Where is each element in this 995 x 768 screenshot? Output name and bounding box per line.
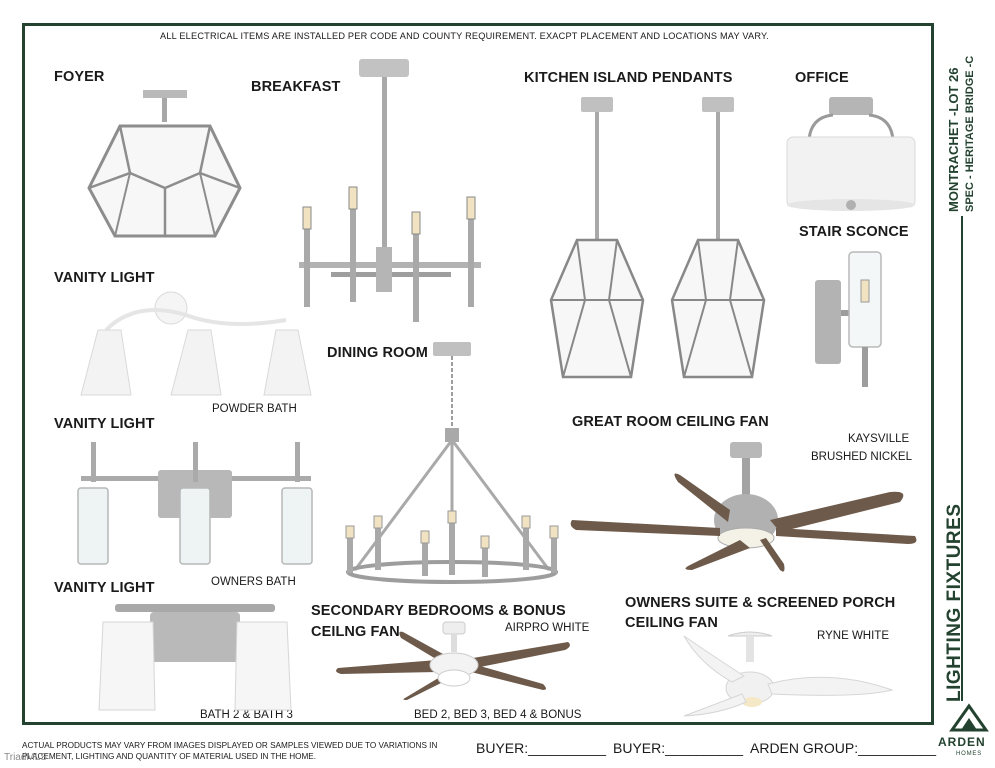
label-dining-room: DINING ROOM bbox=[327, 345, 428, 361]
label-foyer: FOYER bbox=[54, 69, 105, 85]
label-kitchen-island: KITCHEN ISLAND PENDANTS bbox=[524, 70, 733, 86]
caption-bath-2-3: BATH 2 & BATH 3 bbox=[200, 709, 293, 721]
buyer-signature-2: BUYER:__________ bbox=[613, 740, 743, 756]
kitchen-pendant-right-image bbox=[670, 97, 766, 379]
vanity-light-powder-image bbox=[80, 291, 312, 396]
label-great-room-fan: GREAT ROOM CEILING FAN bbox=[572, 414, 769, 430]
project-subtitle: SPEC - HERITAGE BRIDGE -C bbox=[964, 55, 976, 212]
label-owners-suite-fan-2: CEILING FAN bbox=[625, 615, 718, 631]
label-vanity-2: VANITY LIGHT bbox=[54, 416, 155, 432]
foyer-pendant-image bbox=[87, 90, 242, 238]
arden-group-signature: ARDEN GROUP:__________ bbox=[750, 740, 936, 756]
side-divider bbox=[961, 216, 963, 701]
caption-owners-bath: OWNERS BATH bbox=[211, 576, 296, 588]
label-secondary-fan-1: SECONDARY BEDROOMS & BONUS bbox=[311, 603, 566, 619]
mls-watermark: TriadMLS bbox=[4, 752, 47, 763]
label-owners-suite-fan-1: OWNERS SUITE & SCREENED PORCH bbox=[625, 595, 896, 611]
owners-suite-fan-image bbox=[683, 631, 894, 717]
caption-brushed-nickel: BRUSHED NICKEL bbox=[811, 451, 912, 463]
caption-bed-bonus: BED 2, BED 3, BED 4 & BONUS bbox=[414, 709, 582, 721]
install-notice: ALL ELECTRICAL ITEMS ARE INSTALLED PER C… bbox=[160, 31, 769, 41]
section-title: LIGHTING FIXTURES bbox=[944, 503, 965, 703]
caption-kaysville: KAYSVILLE bbox=[848, 433, 910, 445]
great-room-fan-image bbox=[570, 442, 917, 572]
vanity-light-owners-image bbox=[77, 442, 313, 565]
dining-chandelier-image bbox=[345, 342, 559, 584]
caption-airpro-white: AIRPRO WHITE bbox=[505, 622, 590, 634]
label-office: OFFICE bbox=[795, 70, 849, 86]
caption-powder-bath: POWDER BATH bbox=[212, 403, 297, 415]
disclaimer-line-2: PLACEMENT, LIGHTING AND QUANTITY OF MATE… bbox=[22, 752, 317, 761]
page-border bbox=[22, 23, 934, 725]
project-title: MONTRACHET -LOT 26 bbox=[946, 67, 961, 212]
disclaimer-line-1: ACTUAL PRODUCTS MAY VARY FROM IMAGES DIS… bbox=[22, 741, 438, 750]
label-breakfast: BREAKFAST bbox=[251, 79, 341, 95]
stair-sconce-image bbox=[815, 251, 882, 387]
breakfast-chandelier-image bbox=[299, 59, 481, 322]
kitchen-pendant-left-image bbox=[549, 97, 645, 379]
label-vanity-3: VANITY LIGHT bbox=[54, 580, 155, 596]
buyer-signature-1: BUYER:__________ bbox=[476, 740, 606, 756]
brand-subname: HOMES bbox=[956, 751, 983, 757]
secondary-bedroom-fan-image bbox=[336, 621, 570, 700]
label-vanity-1: VANITY LIGHT bbox=[54, 270, 155, 286]
office-drum-light-image bbox=[786, 97, 916, 211]
caption-ryne-white: RYNE WHITE bbox=[817, 630, 889, 642]
brand-name: ARDEN bbox=[938, 735, 986, 749]
label-secondary-fan-2: CEILNG FAN bbox=[311, 624, 400, 640]
disclaimer: ACTUAL PRODUCTS MAY VARY FROM IMAGES DIS… bbox=[22, 740, 437, 762]
arden-logo-icon bbox=[949, 703, 989, 732]
label-stair-sconce: STAIR SCONCE bbox=[799, 224, 909, 240]
vanity-light-bath-image bbox=[98, 604, 292, 711]
